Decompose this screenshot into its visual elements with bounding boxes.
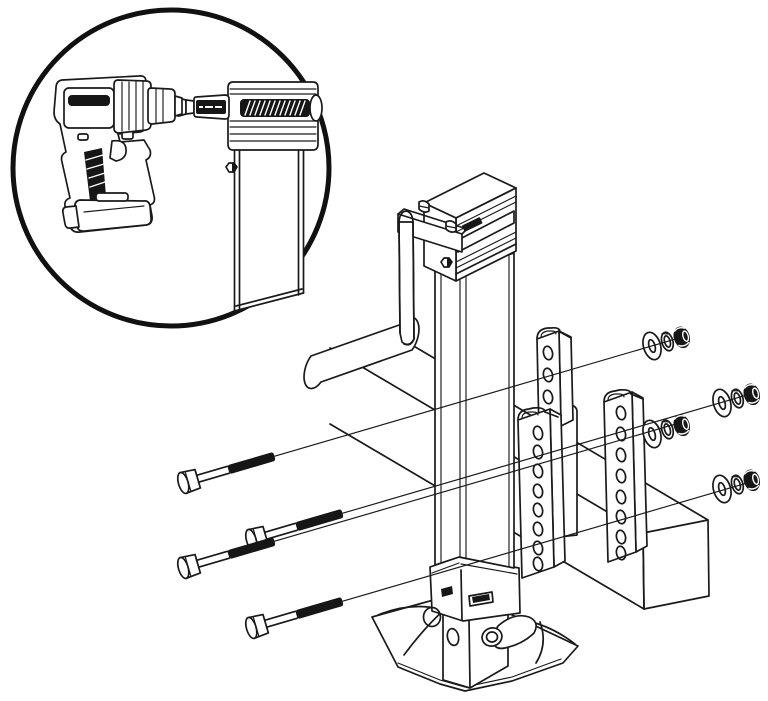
hole-rail-right xyxy=(603,388,648,563)
washer-set xyxy=(642,419,675,449)
inset-jack-tube xyxy=(225,149,305,312)
flange-nuts xyxy=(673,326,761,492)
clamp-right-slot xyxy=(468,591,494,607)
drill-clutch xyxy=(113,79,152,134)
crank-handle xyxy=(303,210,420,390)
flange-nut xyxy=(743,469,761,492)
drill-trigger xyxy=(109,139,127,162)
rail-hole xyxy=(532,521,544,537)
washer-sets xyxy=(642,331,745,504)
bolt-axes xyxy=(271,335,753,603)
rail-hole xyxy=(532,444,544,460)
rail-hole xyxy=(615,545,627,561)
rail-hole xyxy=(532,483,544,499)
rail-hole xyxy=(615,509,627,525)
rail-hole xyxy=(615,405,627,421)
rail-b-holes xyxy=(532,425,544,572)
hex-bolts xyxy=(176,452,344,640)
power-drill xyxy=(53,75,183,233)
inset-worm-gear xyxy=(240,99,310,117)
flange-nut xyxy=(673,326,691,349)
bolt-axis-line xyxy=(271,335,685,458)
drop-leg-clamp xyxy=(429,556,521,622)
bracket-bolt-1 xyxy=(418,200,430,213)
crank-shaft-bracket xyxy=(397,213,463,253)
rail-hole xyxy=(532,540,544,556)
bolt-axis-line xyxy=(271,420,685,543)
rail-hole xyxy=(615,489,627,505)
hex-bolt xyxy=(244,597,344,640)
inset-shaft-cap xyxy=(309,94,323,122)
rail-hole xyxy=(615,447,627,463)
hole-rail-upper xyxy=(536,326,574,434)
rail-hole xyxy=(532,502,544,518)
pull-pin xyxy=(481,614,537,650)
rail-hole xyxy=(532,425,544,441)
gear-slot-label xyxy=(462,217,483,232)
jack-outer-tube xyxy=(434,252,515,569)
inset-gearbox xyxy=(227,81,323,151)
hole-rail-front xyxy=(517,406,566,579)
hex-bolt xyxy=(176,452,276,495)
leg-hole xyxy=(446,627,460,647)
tube-set-bolt xyxy=(440,257,453,268)
rail-hole xyxy=(542,389,554,405)
flange-nut xyxy=(673,414,691,437)
drill-chuck xyxy=(147,87,183,125)
inset-tube-bolt xyxy=(225,162,238,173)
clamp-left-slot xyxy=(441,586,453,597)
rail-hole xyxy=(615,468,627,484)
rail-hole xyxy=(615,529,627,545)
bolt-axis-line xyxy=(339,480,753,603)
drill-grip-pad xyxy=(84,148,106,201)
hex-bolt xyxy=(176,537,276,580)
rail-hole xyxy=(532,556,544,572)
washer-set xyxy=(712,474,745,504)
inset-detail xyxy=(10,7,332,329)
bolt-axis-line xyxy=(339,392,753,515)
flange-nut xyxy=(743,383,761,406)
bracket-bolt-2 xyxy=(445,220,457,233)
washer-set xyxy=(712,388,745,418)
drill-battery xyxy=(61,192,152,232)
gearbox-housing xyxy=(397,172,517,282)
rail-hole xyxy=(542,367,554,383)
retaining-ring xyxy=(422,606,442,628)
rail-c-holes xyxy=(615,405,627,561)
rail-hole xyxy=(615,426,627,442)
rail-hole xyxy=(542,345,554,361)
